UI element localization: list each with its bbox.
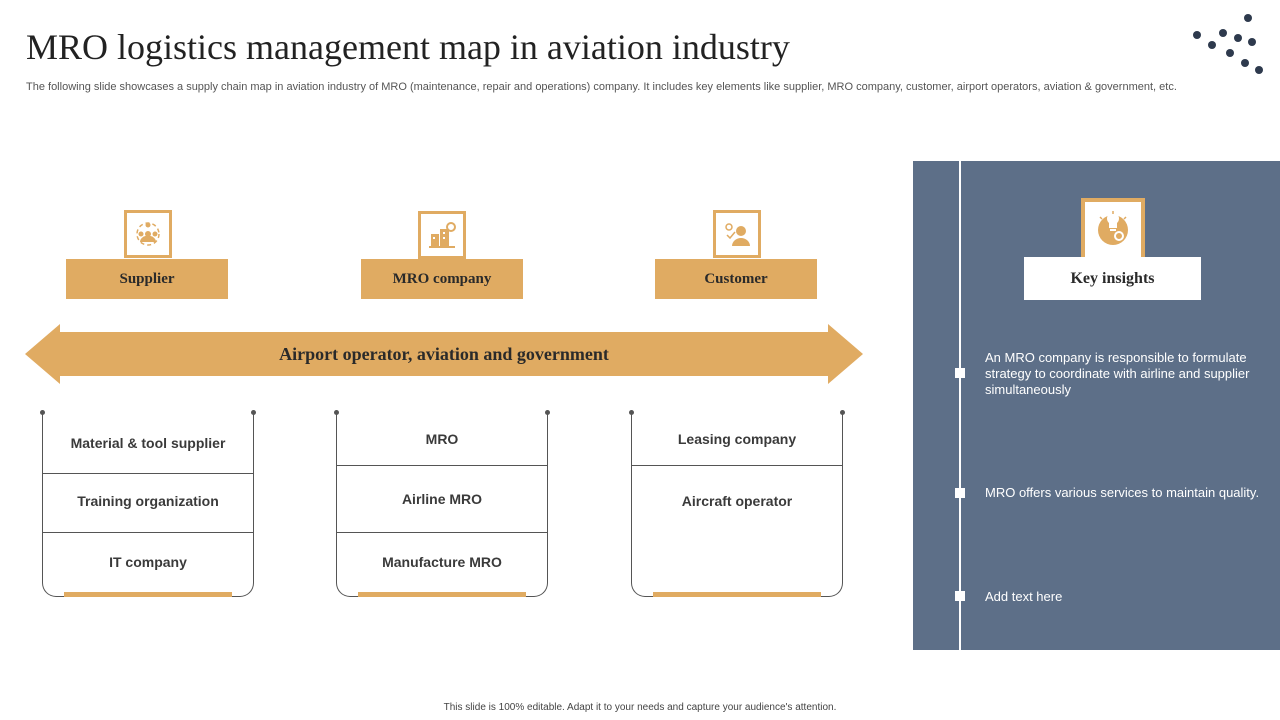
connector-dot: [840, 410, 845, 415]
insight-text: An MRO company is responsible to formula…: [985, 350, 1250, 397]
connector-dot: [334, 410, 339, 415]
accent-underline: [653, 592, 821, 597]
connector-dot: [545, 410, 550, 415]
mro-company-list: MRO Airline MRO Manufacture MRO: [334, 410, 550, 597]
category-label-supplier: Supplier: [66, 259, 228, 299]
accent-underline: [64, 592, 232, 597]
bullet-marker: [955, 591, 965, 601]
key-insights-panel: Key insights An MRO company is responsib…: [913, 161, 1280, 650]
connector-dot: [251, 410, 256, 415]
key-insights-heading: Key insights: [1024, 257, 1201, 300]
arrow-label: Airport operator, aviation and governmen…: [279, 343, 609, 364]
page-subtitle: The following slide showcases a supply c…: [26, 81, 1177, 93]
list-item: Leasing company: [632, 413, 842, 466]
insight-text: Add text here: [985, 589, 1063, 604]
bullet-marker: [955, 488, 965, 498]
list-item: Training organization: [43, 470, 253, 533]
decorative-dots-icon: [1193, 14, 1263, 74]
list-item: [632, 536, 842, 591]
list-item: Airline MRO: [337, 466, 547, 533]
bullet-marker: [955, 368, 965, 378]
connector-dot: [629, 410, 634, 415]
insight-text: MRO offers various services to maintain …: [985, 485, 1260, 500]
list-item: IT company: [109, 554, 187, 570]
customer-list: Leasing company Aircraft operator: [629, 410, 845, 597]
customer-person-icon: [713, 210, 761, 258]
list-item: Material & tool supplier: [43, 413, 253, 474]
category-label-mro-company: MRO company: [361, 259, 523, 299]
category-label-customer: Customer: [655, 259, 817, 299]
connector-dot: [40, 410, 45, 415]
footer-note: This slide is 100% editable. Adapt it to…: [443, 702, 837, 713]
factory-building-icon: [418, 211, 466, 259]
timeline-line: [959, 161, 961, 650]
list-item: Aircraft operator: [681, 493, 793, 509]
supplier-list: Material & tool supplier Training organi…: [40, 410, 256, 597]
network-people-icon: [124, 210, 172, 258]
list-item: Manufacture MRO: [382, 554, 502, 570]
double-arrow-shape: [25, 324, 863, 384]
lightbulb-gear-icon: [1081, 198, 1145, 262]
page-title: MRO logistics management map in aviation…: [26, 27, 790, 67]
accent-underline: [358, 592, 526, 597]
list-item: MRO: [337, 413, 547, 466]
